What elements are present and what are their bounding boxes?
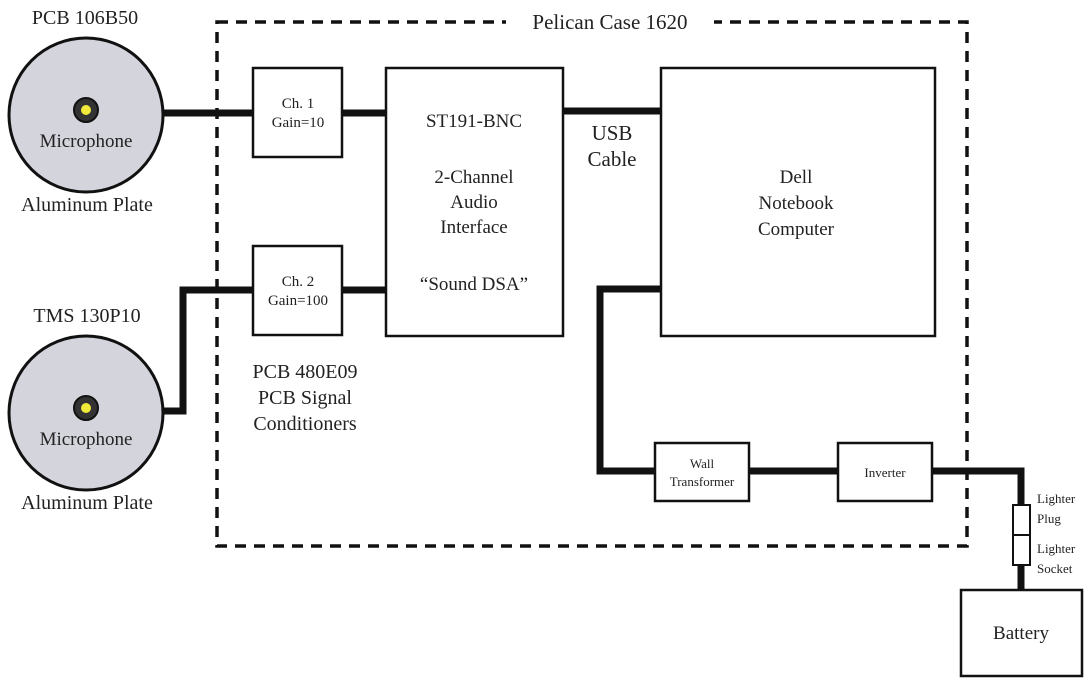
wire-inverter-to-plug — [932, 467, 1025, 505]
pelican-case-title-bg — [506, 6, 714, 36]
lighter-socket-label-line2: Socket — [1037, 561, 1073, 576]
sensor2-element: Microphone — [40, 429, 133, 450]
sensor1-microphone-capsule-icon — [81, 105, 91, 115]
sensor1-mount: Aluminum Plate — [21, 194, 153, 216]
audio-interface-box — [384, 66, 565, 338]
lighter-plug-label-line1: Lighter — [1037, 491, 1076, 506]
wire-computer-to-transformer — [596, 285, 661, 475]
conditioner-ch2-label: Ch. 2 — [282, 274, 315, 290]
lighter-socket-label-line1: Lighter — [1037, 541, 1076, 556]
inverter-label: Inverter — [864, 465, 906, 480]
computer-box — [659, 66, 937, 338]
conditioner-ch2-box — [251, 244, 344, 337]
conditioner-ch1-box — [251, 66, 344, 159]
conditioner-ch2-gain: Gain=100 — [268, 293, 328, 309]
audio-interface-desc-line1: 2-Channel — [434, 167, 513, 188]
sensor2-mount: Aluminum Plate — [21, 492, 153, 514]
sensor1-element: Microphone — [40, 131, 133, 152]
sensor2-microphone-capsule-icon — [81, 403, 91, 413]
wires — [160, 107, 1025, 590]
lighter-plug-box — [1012, 504, 1031, 536]
computer-label-line1: Dell — [780, 167, 813, 188]
sensor2-model: TMS 130P10 — [33, 305, 140, 327]
conditioner-ch1-gain: Gain=10 — [272, 115, 325, 131]
inverter-box — [836, 441, 934, 503]
usb-cable-label-line2: Cable — [588, 147, 637, 171]
audio-interface-software: “Sound DSA” — [420, 274, 528, 295]
wall-transformer-label-line1: Wall — [690, 456, 715, 471]
lighter-plug-label-line2: Plug — [1037, 511, 1061, 526]
wall-transformer-label-line2: Transformer — [670, 474, 735, 489]
wall-transformer-box — [653, 441, 751, 503]
battery-box — [959, 588, 1084, 678]
pelican-case-title: Pelican Case 1620 — [532, 10, 687, 34]
pelican-case-outline — [215, 20, 969, 548]
conditioners-caption-line2: PCB Signal — [258, 387, 352, 409]
wire-mic2-to-ch2 — [160, 286, 253, 415]
audio-interface-desc-line3: Interface — [440, 217, 508, 238]
lighter-socket-box — [1012, 534, 1031, 566]
audio-interface-desc-line2: Audio — [450, 192, 498, 213]
conditioners-caption-line3: Conditioners — [253, 413, 357, 435]
usb-cable-label-line1: USB — [592, 121, 633, 145]
sensor1-model: PCB 106B50 — [32, 7, 138, 29]
conditioner-ch1-label: Ch. 1 — [282, 96, 315, 112]
audio-interface-model: ST191-BNC — [426, 111, 522, 132]
computer-label-line3: Computer — [758, 219, 835, 240]
computer-label-line2: Notebook — [759, 193, 834, 214]
conditioners-caption-line1: PCB 480E09 — [252, 361, 357, 383]
battery-label: Battery — [993, 623, 1049, 644]
